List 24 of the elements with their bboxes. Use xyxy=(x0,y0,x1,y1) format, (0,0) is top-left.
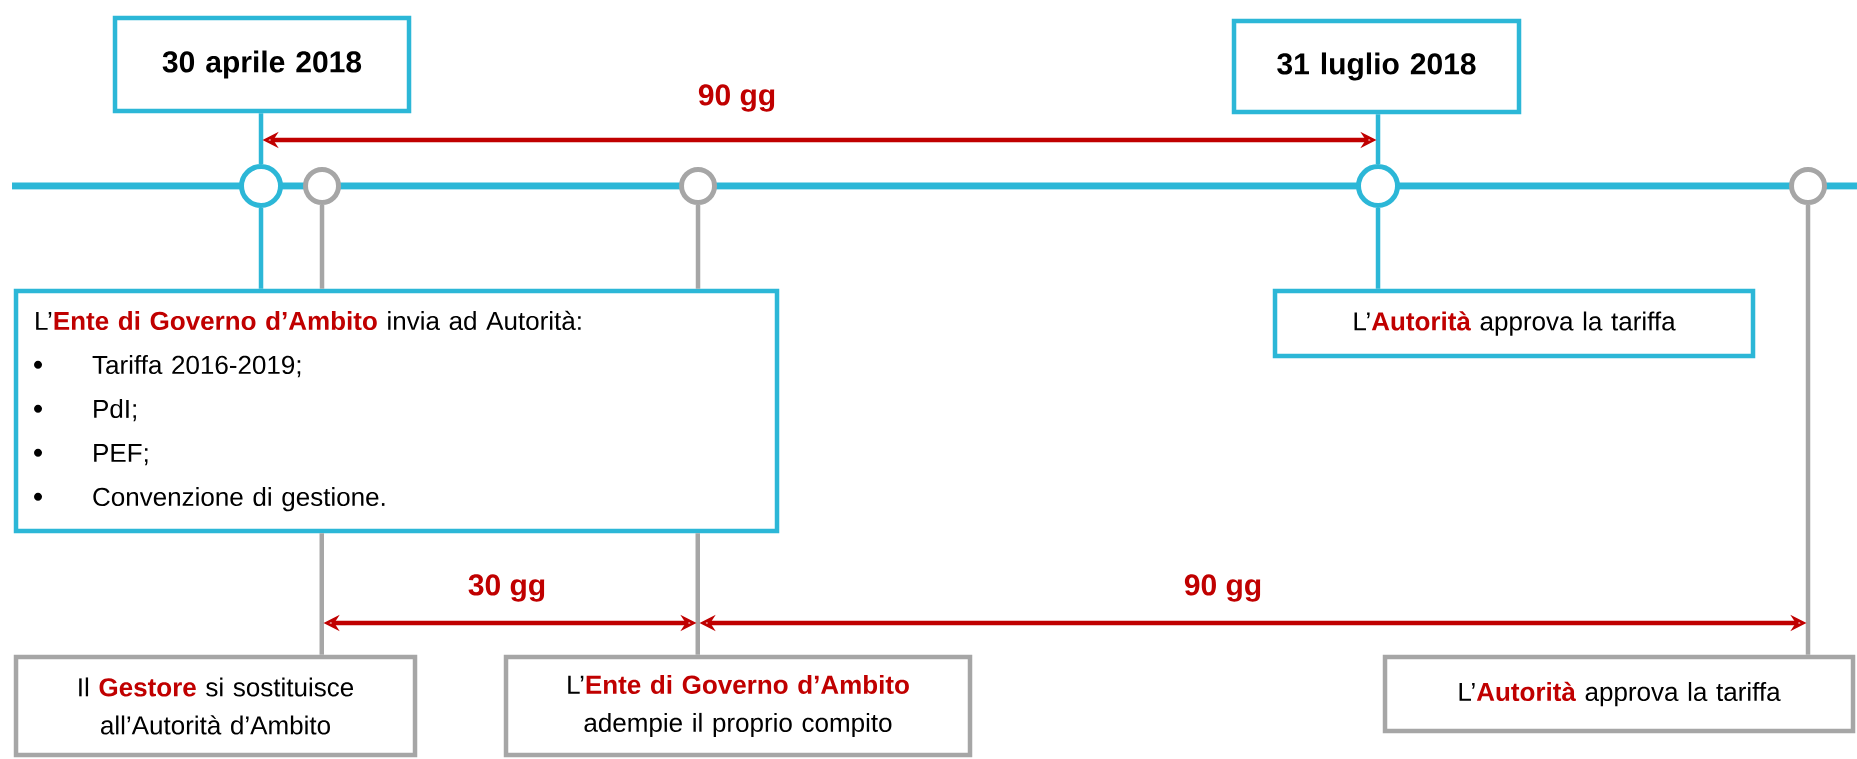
text-box: L’Ente di Governo d’Ambito adempie il proprio compito xyxy=(503,654,973,758)
connector-line xyxy=(1375,114,1381,164)
duration-label: 90 gg xyxy=(695,82,779,114)
text-box: L’Autorità approva la tariffa xyxy=(1272,288,1756,359)
connector-line xyxy=(695,205,701,289)
milestone-circle xyxy=(1789,167,1827,205)
text-box: Il Gestore si sostituisce all’Autorità d’Ambito xyxy=(13,654,418,758)
connector-line xyxy=(319,205,325,289)
duration-label: 90 gg xyxy=(1181,572,1265,604)
milestone-circle xyxy=(303,167,341,205)
connector-line xyxy=(258,208,264,289)
text-box: L’Autorità approva la tariffa xyxy=(1382,654,1856,734)
milestone-circle xyxy=(239,164,283,208)
connector-line xyxy=(1375,208,1381,289)
milestone-circle xyxy=(679,167,717,205)
duration-label: 30 gg xyxy=(465,572,549,604)
date-box: 30 aprile 2018 xyxy=(112,15,412,114)
text-box: L’Ente di Governo d’Ambito invia ad Autorità: Tariffa 2016-2019; PdI; PEF; Convenzione di gestione. xyxy=(13,288,780,534)
milestone-circle xyxy=(1356,164,1400,208)
connector-line xyxy=(1805,205,1811,655)
connector-line xyxy=(258,113,264,164)
connector-line xyxy=(319,533,324,655)
connector-line xyxy=(695,533,700,655)
date-box: 31 luglio 2018 xyxy=(1231,18,1522,115)
